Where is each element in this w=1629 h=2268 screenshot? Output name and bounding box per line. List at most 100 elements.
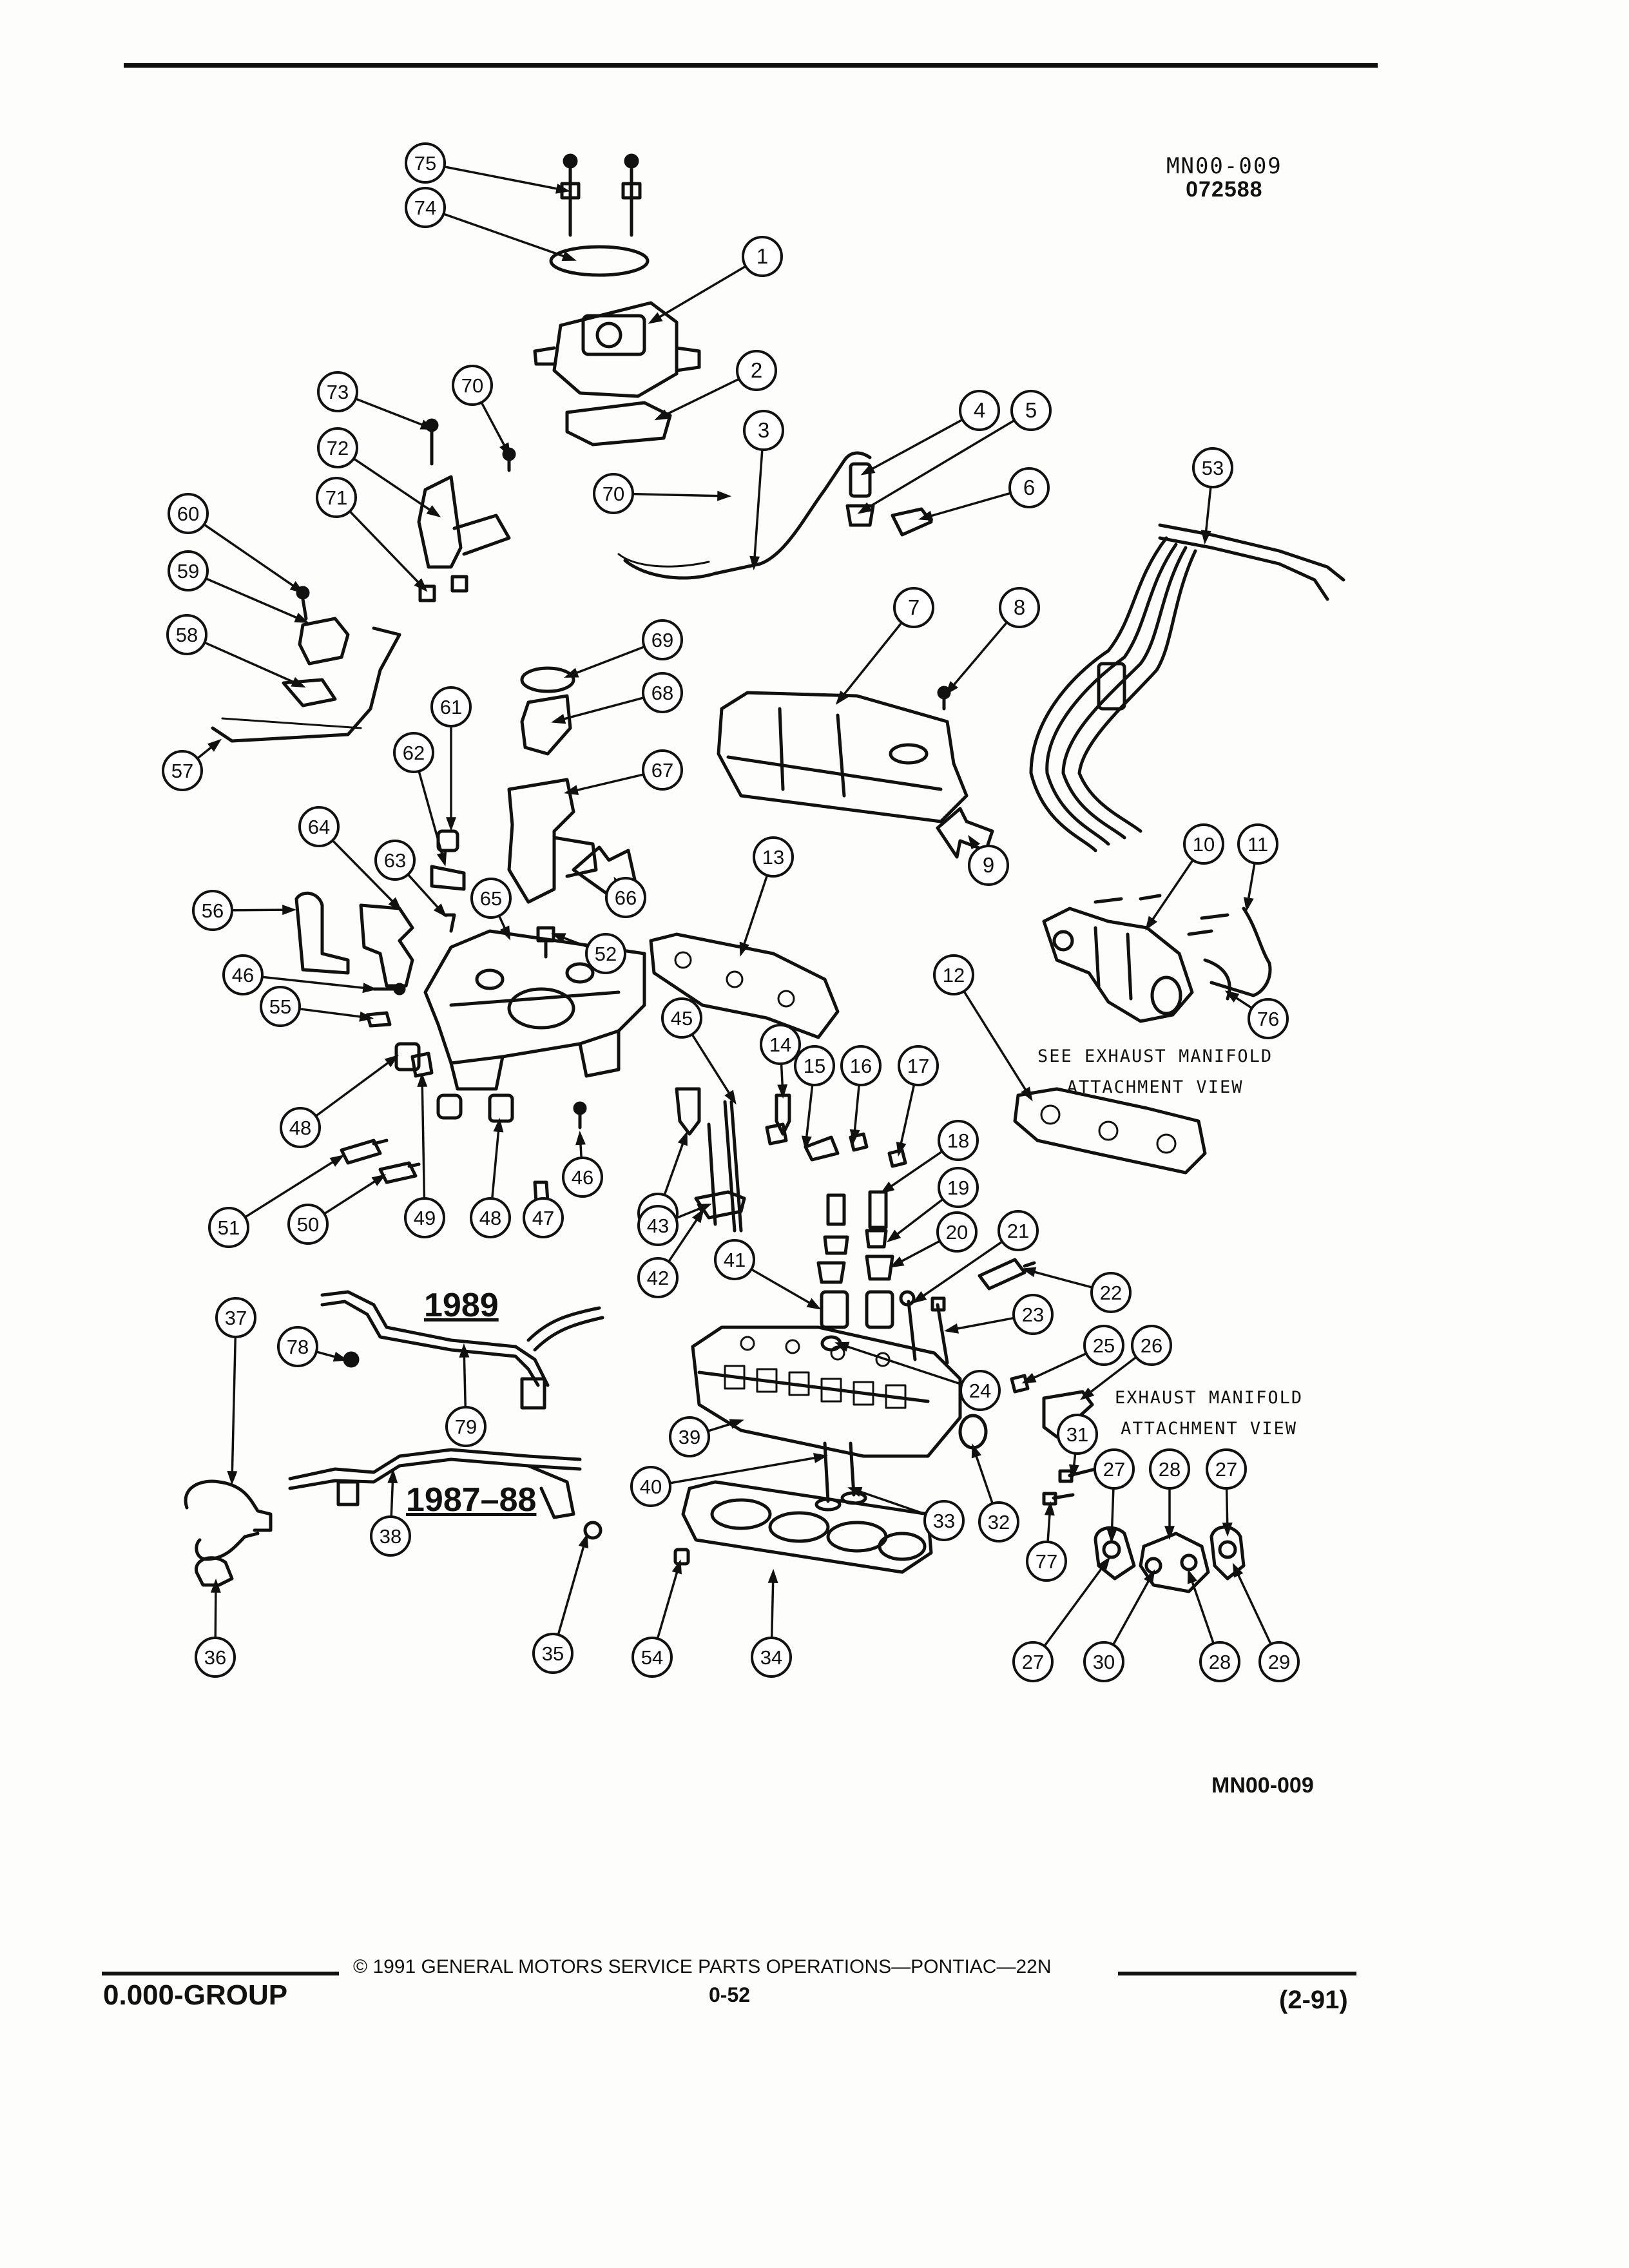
footer-rule-right	[1118, 1972, 1356, 1975]
callout-number: 8	[1014, 595, 1025, 619]
callout-arrowhead	[294, 613, 309, 624]
callout-27: 27	[1206, 1448, 1247, 1490]
callout-15: 15	[794, 1045, 835, 1086]
callout-leader	[315, 1055, 398, 1117]
callout-arrowhead	[1232, 1562, 1244, 1578]
callout-arrowhead	[729, 1419, 744, 1429]
callout-25: 25	[1083, 1325, 1124, 1366]
callout-41: 41	[714, 1239, 755, 1280]
callout-leader	[323, 1175, 384, 1215]
callout-number: 18	[947, 1129, 969, 1152]
callout-circle	[1057, 1414, 1098, 1455]
callout-number: 48	[289, 1117, 311, 1139]
callout-arrowhead	[433, 903, 447, 918]
carburetor-gasket-ring-part	[549, 245, 650, 277]
callout-77: 77	[1026, 1541, 1067, 1582]
callout-circle	[1012, 1294, 1054, 1335]
callout-circle	[287, 1204, 329, 1245]
callout-arrowhead	[671, 1559, 682, 1575]
callout-leader	[418, 771, 446, 864]
callout-number: 15	[804, 1055, 825, 1077]
callout-circle	[642, 619, 683, 660]
callout-45: 45	[661, 997, 702, 1039]
callout-leader	[231, 1336, 237, 1483]
callout-arrowhead	[801, 1135, 812, 1151]
coolant-pipe-1987-88-part	[288, 1448, 582, 1519]
callout-circle	[605, 877, 646, 918]
callout-leader	[770, 1571, 775, 1639]
throttle-body-part	[533, 301, 701, 398]
callout-19: 19	[938, 1167, 979, 1208]
callout-number: 27	[1215, 1458, 1237, 1481]
callout-number: 4	[974, 398, 985, 422]
callout-circle	[661, 997, 702, 1039]
callout-leader	[349, 510, 427, 591]
callout-leader	[836, 622, 903, 704]
callout-59: 59	[168, 550, 209, 591]
callout-number: 55	[269, 995, 291, 1018]
callout-leader	[898, 1084, 916, 1154]
callout-circle	[751, 1637, 792, 1678]
callout-number: 67	[651, 759, 673, 782]
callout-arrowhead	[499, 925, 511, 941]
callout-leader	[657, 378, 740, 420]
exhaust-manifold-gasket-part	[1013, 1087, 1207, 1175]
callout-arrowhead	[857, 502, 872, 514]
callout-74: 74	[405, 187, 446, 228]
callout-circle	[936, 1211, 978, 1253]
callout-arrowhead	[767, 1568, 778, 1583]
intake-manifold-gasket-part	[649, 932, 840, 1039]
callout-number: 38	[380, 1525, 401, 1548]
callout-arrowhead	[945, 681, 958, 695]
callout-leader	[850, 1487, 927, 1515]
callout-number: 46	[232, 964, 254, 986]
callout-arrowhead	[1145, 916, 1158, 931]
callout-arrowhead	[880, 1181, 895, 1194]
callout-22: 22	[1090, 1272, 1132, 1313]
callout-34: 34	[751, 1637, 792, 1678]
callout-circle	[192, 890, 233, 931]
callout-9: 9	[968, 845, 1009, 886]
drawing-id: MN00-009	[1166, 153, 1282, 179]
callout-arrowhead	[1021, 1267, 1037, 1278]
callout-number: 72	[327, 437, 349, 459]
callout-circle	[959, 1370, 1001, 1411]
bottom-drawing-reference: MN00-009	[1211, 1773, 1314, 1798]
callout-number: 27	[1022, 1651, 1044, 1673]
callout-arrowhead	[849, 1129, 860, 1144]
callout-leader	[244, 1155, 342, 1218]
callout-circle	[1008, 467, 1050, 508]
callout-leader	[355, 398, 432, 430]
callout-49: 49	[404, 1197, 445, 1238]
callout-arrowhead	[717, 490, 732, 501]
callout-circle	[470, 878, 512, 919]
callout-63: 63	[374, 840, 416, 881]
callout-circle	[893, 587, 934, 628]
callout-arrowhead	[1224, 990, 1240, 1003]
callout-number: 19	[947, 1177, 969, 1199]
callout-circle	[168, 550, 209, 591]
callout-number: 5	[1025, 398, 1037, 422]
see-exhaust-line2: ATTACHMENT VIEW	[1066, 1077, 1244, 1097]
callout-26: 26	[1131, 1325, 1172, 1366]
callout-arrowhead	[806, 1298, 822, 1310]
callout-arrowhead	[697, 1204, 712, 1214]
leader-lines	[197, 166, 1272, 1647]
callout-leader	[1024, 1352, 1087, 1383]
callout-46: 46	[562, 1157, 603, 1198]
callout-number: 20	[946, 1221, 968, 1244]
callout-53: 53	[1192, 447, 1233, 488]
egr-valve-part	[211, 586, 401, 743]
callout-number: 10	[1193, 833, 1215, 856]
callout-circle	[1237, 823, 1278, 865]
callout-circle	[637, 1205, 679, 1246]
callout-58: 58	[166, 614, 207, 655]
callout-leader	[837, 1342, 963, 1386]
callout-28: 28	[1149, 1448, 1190, 1490]
heat-shield-tube-part	[1210, 907, 1272, 997]
callout-arrowhead	[1187, 1569, 1198, 1584]
callout-circle	[669, 1416, 710, 1457]
callout-circle	[743, 410, 784, 451]
callout-arrowhead	[971, 1443, 981, 1459]
callout-arrowhead	[551, 933, 566, 943]
